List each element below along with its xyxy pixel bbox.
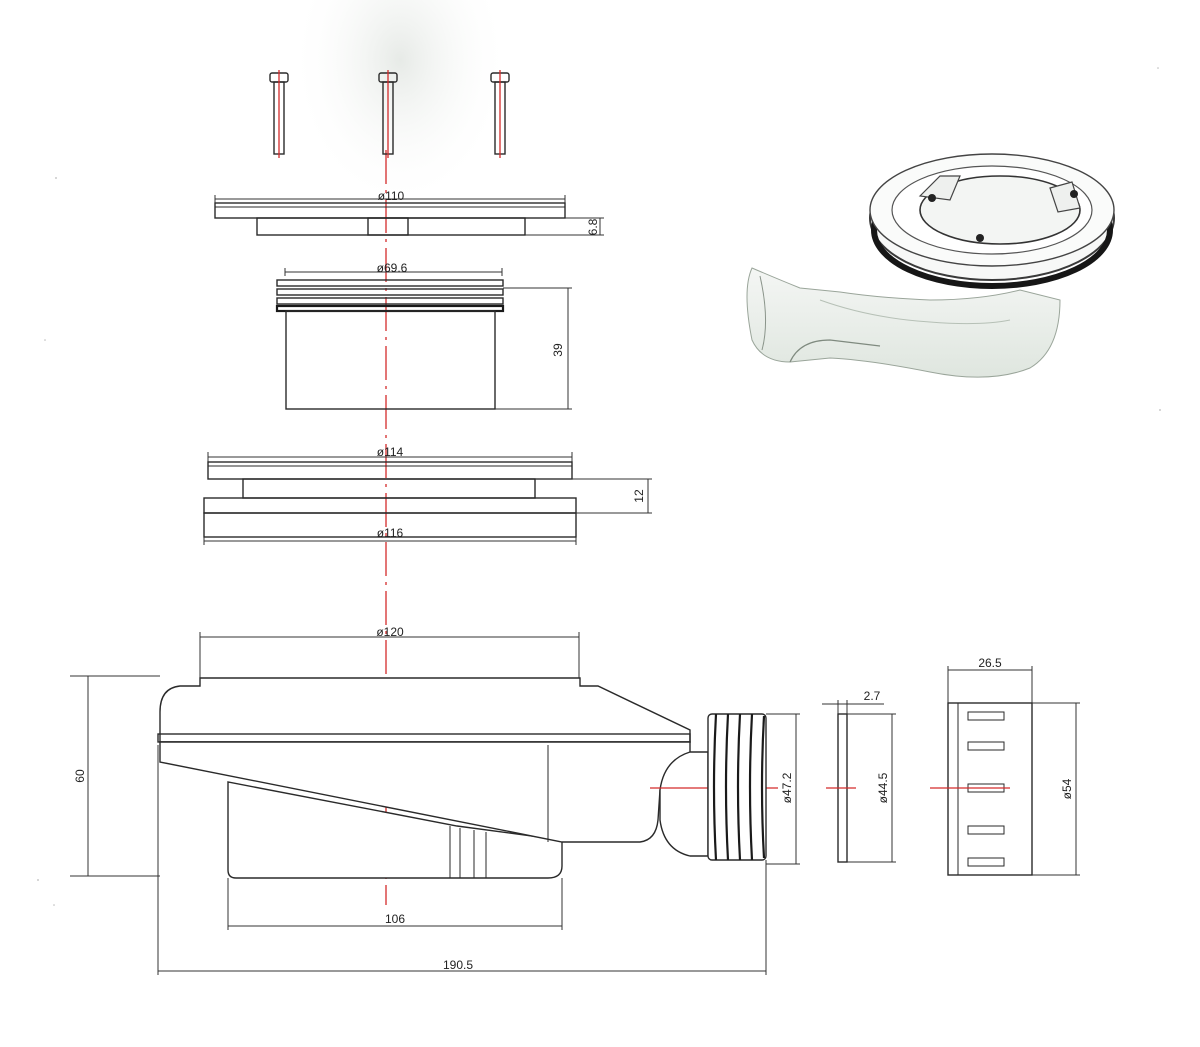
strainer-body: ø69.6 39 bbox=[275, 261, 572, 410]
cover-plate: ø110 6.8 bbox=[214, 189, 604, 236]
cover-height-label: 6.8 bbox=[586, 218, 600, 235]
flange-top-diameter-label: ø114 bbox=[377, 445, 404, 459]
seal-diameter-label: ø44.5 bbox=[876, 772, 890, 803]
connector-diameter-label: ø54 bbox=[1060, 778, 1074, 799]
trap-base-length-label: 106 bbox=[385, 912, 405, 926]
overall-length-label: 190.5 bbox=[443, 958, 473, 972]
flange-bottom-diameter-label: ø116 bbox=[377, 526, 404, 540]
body-height-label: 39 bbox=[551, 343, 565, 357]
body-diameter-label: ø69.6 bbox=[377, 261, 408, 275]
shower-drain-trap-photo bbox=[746, 153, 1115, 378]
screw-middle bbox=[378, 70, 398, 158]
outlet-diameter-label: ø47.2 bbox=[780, 772, 794, 803]
flange-ring: ø114 ø116 12 bbox=[203, 445, 652, 545]
connector-length-label: 26.5 bbox=[978, 656, 1002, 670]
seal-thickness-label: 2.7 bbox=[864, 689, 881, 703]
screw-left bbox=[269, 70, 289, 158]
scan-shadow bbox=[290, 0, 510, 210]
trap-body: ø120 60 106 190.5 bbox=[70, 625, 800, 975]
cover-diameter-label: ø110 bbox=[378, 189, 405, 203]
outlet-thread bbox=[707, 713, 767, 861]
flange-height-label: 12 bbox=[632, 489, 646, 503]
seal-washer: 2.7 ø44.5 bbox=[822, 689, 896, 863]
trap-top-diameter-label: ø120 bbox=[376, 625, 404, 639]
scan-specks bbox=[37, 67, 1161, 906]
trap-height-label: 60 bbox=[73, 769, 87, 783]
connector-nut: 26.5 ø54 bbox=[930, 656, 1080, 876]
screw-right bbox=[490, 70, 510, 158]
fixing-screws bbox=[269, 70, 510, 158]
